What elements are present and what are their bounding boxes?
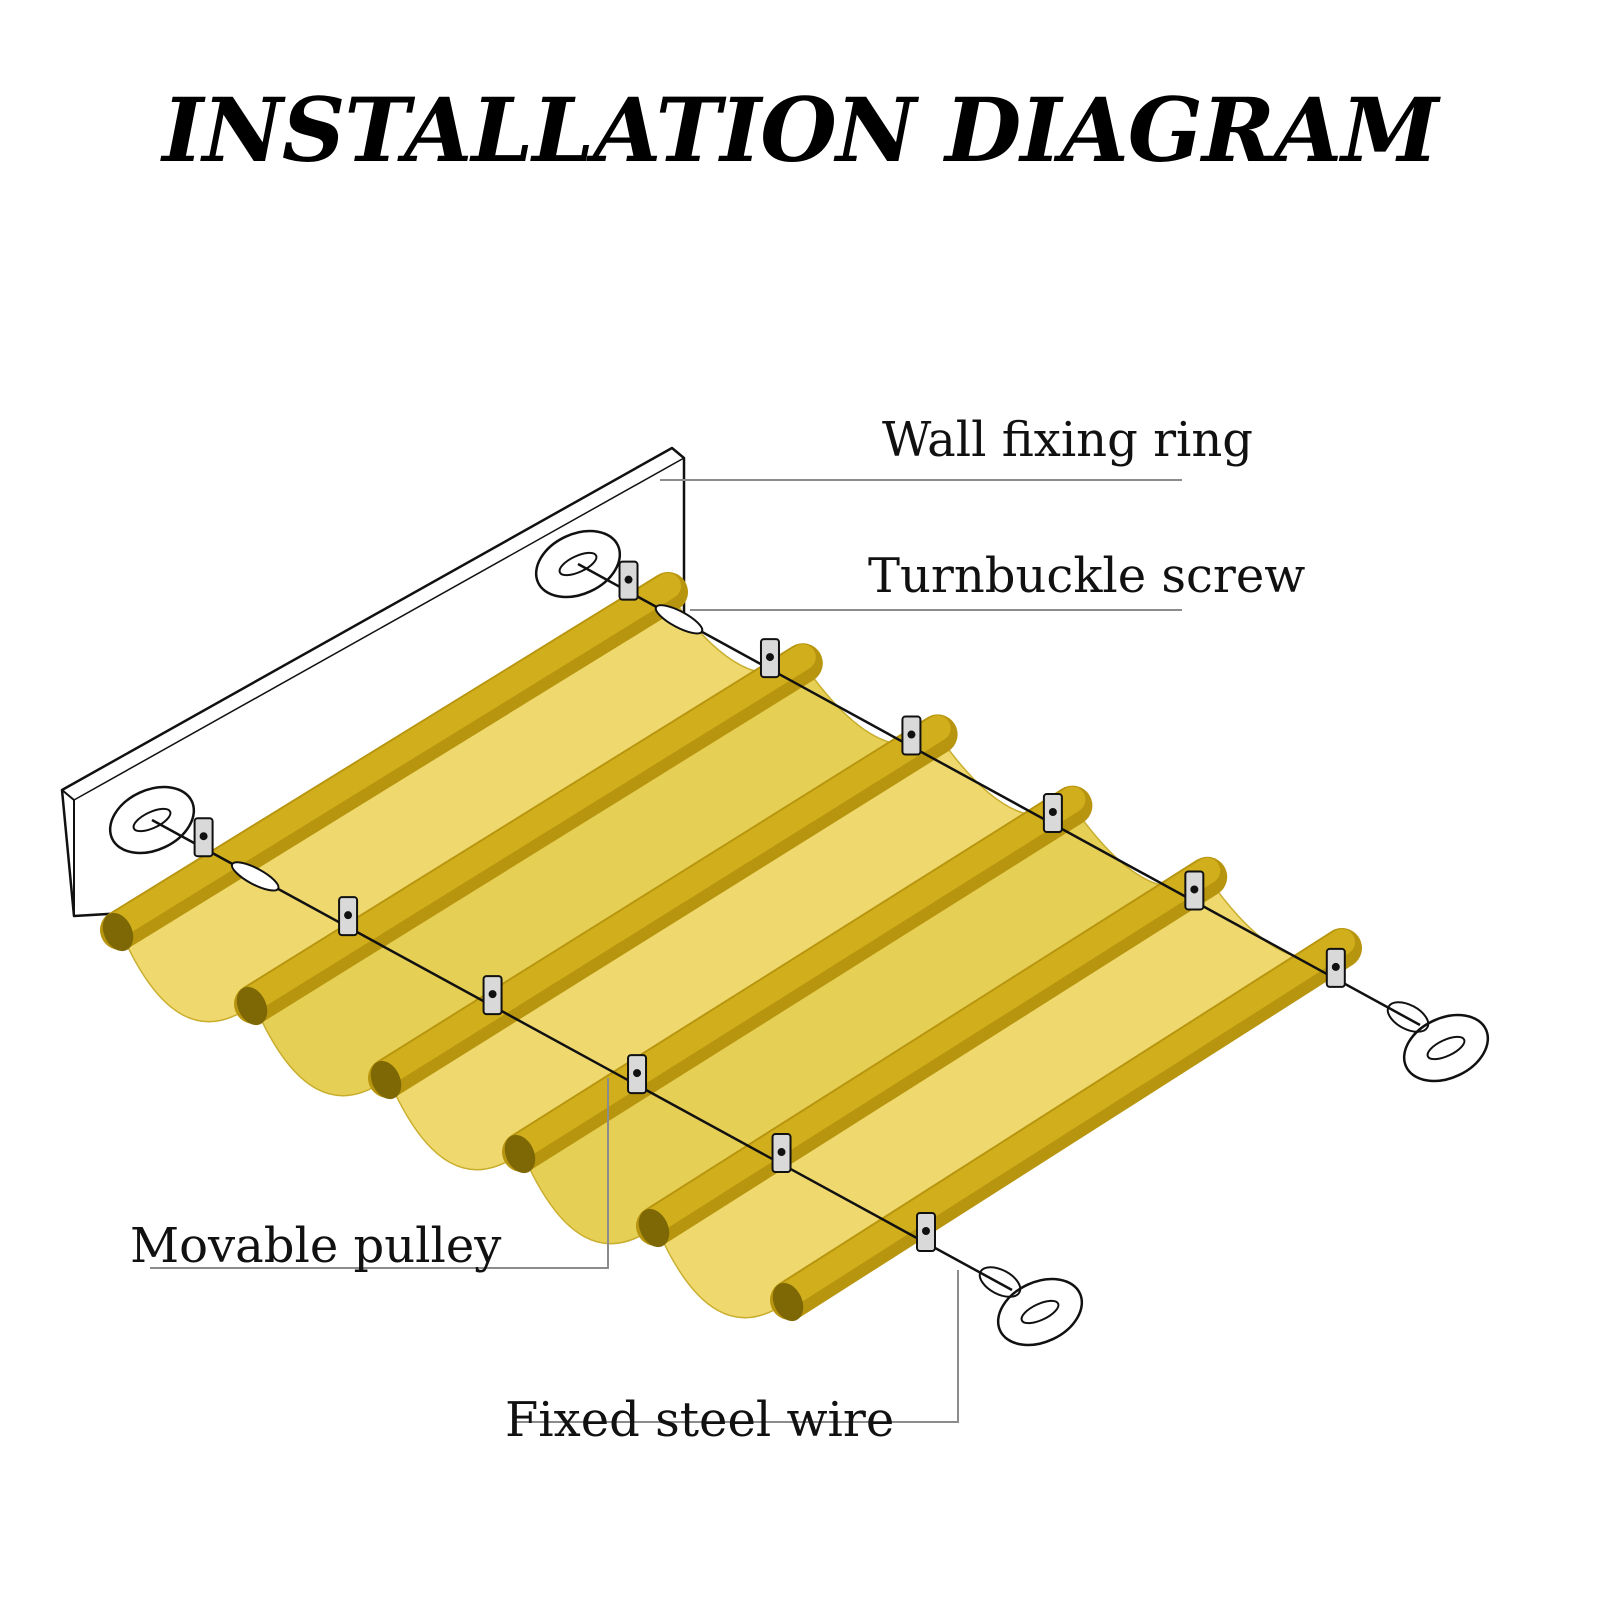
steel-wire xyxy=(577,562,1421,1027)
diagram-title: INSTALLATION DIAGRAM xyxy=(162,78,1438,182)
leader-movable-pulley xyxy=(150,1078,609,1269)
label-movable-pulley: Movable pulley xyxy=(130,1218,502,1274)
wire-eye-loop xyxy=(1386,1001,1430,1033)
rod-end-cap xyxy=(504,1134,536,1174)
end-fixing-ring xyxy=(1402,1013,1490,1083)
rod-end-cap xyxy=(236,986,268,1026)
leader-fixed-steel-wire xyxy=(515,1270,959,1423)
label-fixed-steel-wire: Fixed steel wire xyxy=(505,1392,895,1448)
turnbuckle-screw xyxy=(654,604,704,635)
turnbuckle-screw xyxy=(230,861,280,892)
rod-end-cap xyxy=(772,1282,804,1322)
rod-end-cap xyxy=(102,912,134,952)
steel-wire xyxy=(151,818,1013,1292)
wire-eye-loop xyxy=(978,1266,1022,1298)
rod-end-cap xyxy=(370,1060,402,1100)
label-wall-fixing-ring: Wall fixing ring xyxy=(882,412,1254,468)
rod-end-cap xyxy=(638,1208,670,1248)
label-turnbuckle-screw: Turnbuckle screw xyxy=(868,548,1306,604)
end-fixing-ring xyxy=(996,1277,1084,1347)
